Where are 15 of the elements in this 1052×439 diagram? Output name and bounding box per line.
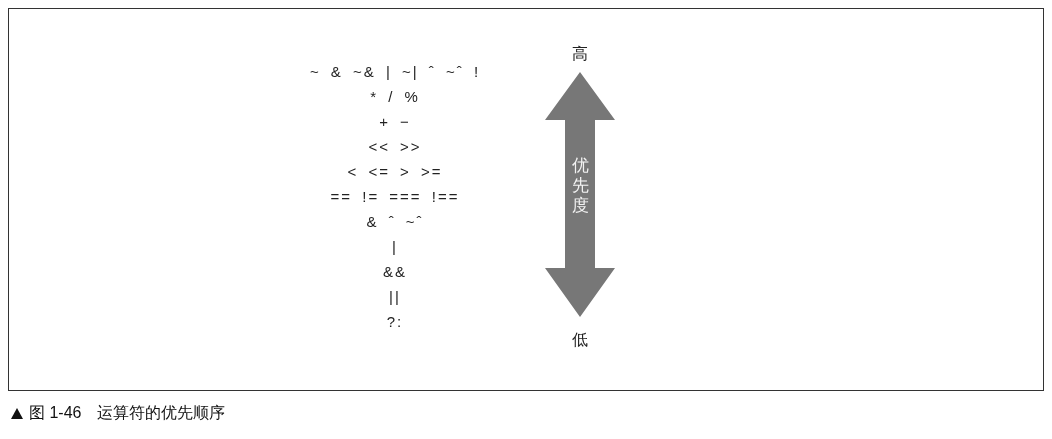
operator-row-text: ~ & ~& | ~| ˆ ~ˆ ! xyxy=(308,63,482,81)
priority-label: 低 xyxy=(571,330,589,350)
operator-row-text: + − xyxy=(378,113,412,131)
operator-row-text: == != === !== xyxy=(329,188,461,206)
operator-row-text: || xyxy=(388,288,402,306)
operator-row-text: && xyxy=(382,263,408,281)
operator-row-text: * / % xyxy=(369,88,421,106)
operator-row-text: << >> xyxy=(367,138,423,156)
operator-row-text: | xyxy=(391,238,399,256)
priority-label: 高 xyxy=(571,44,589,64)
operator-row-text: < <= > >= xyxy=(346,163,444,181)
operator-row-text: ?: xyxy=(385,313,405,331)
arrow-label: 优先度 xyxy=(570,156,590,216)
figure-caption: 图 1-46 运算符的优先顺序 xyxy=(29,403,226,423)
operator-row-text: & ˆ ~ˆ xyxy=(365,213,425,231)
